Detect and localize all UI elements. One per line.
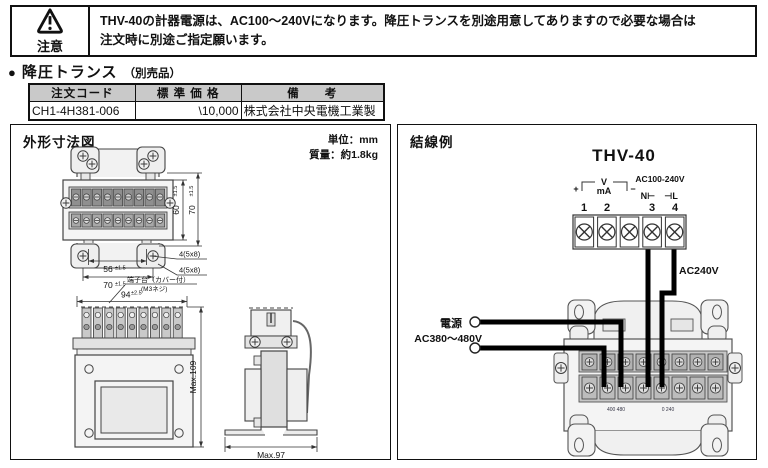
power-label: 電源: [440, 316, 462, 330]
wiring-panel: 結線例: [397, 124, 757, 460]
caution-box: 注意 THV-40の計器電源は、AC100～240Vになります。降圧トランスを別…: [10, 5, 757, 57]
wiring-panel-title: 結線例: [410, 135, 454, 150]
terminal-number-2: 2: [604, 202, 610, 214]
hole-callout-2: 4(5x8): [179, 266, 201, 275]
n-label: N⊢: [641, 191, 656, 201]
remark-value: 株式会社中央電機工業製: [240, 101, 385, 121]
cover-view-dimensions: [76, 283, 204, 448]
warning-triangle-icon: [37, 8, 63, 34]
col-header-price: 標 準 価 格: [134, 83, 242, 102]
caution-icon-cell: 注意: [12, 7, 90, 55]
tap-label-right: 0 240: [662, 407, 675, 413]
tap-label-left: 400 480: [607, 407, 625, 413]
v-label: V: [601, 177, 607, 187]
caution-line-1: THV-40の計器電源は、AC100～240Vになります。降圧トランスを別途用意…: [100, 14, 696, 28]
caution-line-2: 注文時に別途ご指定願います。: [100, 33, 274, 47]
hole-callout-1: 4(5x8): [179, 250, 201, 259]
dim-60-tol: ±1.5: [173, 186, 179, 197]
thv-terminals: [574, 216, 685, 248]
terminal-screw-note: (M3ネジ): [141, 285, 167, 293]
terminal-block-note: 端子台（カバー付）: [127, 275, 190, 284]
model-title: THV-40: [592, 146, 656, 165]
order-code-value: CH1-4H381-006: [28, 101, 136, 121]
dimension-drawing: 60 ±1.5 70 ±1.5 56 ±1.5 70 ±1.5 4(5x8) 4…: [60, 146, 318, 459]
section-subtitle: （別売品）: [123, 68, 182, 80]
section-bullet: ●: [8, 65, 16, 80]
table-data-row: CH1-4H381-006 \10,000 株式会社中央電機工業製: [28, 101, 385, 121]
dim-70: 70: [187, 205, 197, 215]
terminal-number-3: 3: [649, 202, 655, 214]
dim-60: 60: [171, 205, 181, 215]
dim-56-tol: ±1.5: [115, 266, 126, 272]
col-header-order-code: 注文コード: [28, 83, 136, 102]
dim-70b-tol: ±1.5: [115, 282, 126, 288]
terminal-number-1: 1: [581, 202, 587, 214]
cover-terminal-fins: [81, 307, 183, 339]
wiring-diagram: 400 480 0 240: [414, 146, 743, 457]
power-lug-2: [469, 342, 481, 354]
terminal-number-4: 4: [672, 202, 679, 214]
cover-view: [72, 306, 196, 448]
power-lug-1: [469, 316, 481, 328]
dim-94-tol: ±2.5: [131, 291, 142, 297]
front-view: [60, 146, 176, 269]
wire-power-2: [478, 345, 607, 387]
ac-range-label: AC100-240V: [635, 174, 684, 184]
unit-note: 単位：mm: [327, 134, 378, 146]
minus-label: −: [630, 184, 635, 194]
side-view: [224, 307, 318, 436]
front-view-dimensions: [82, 172, 207, 281]
dim-max109: Max.109: [188, 360, 198, 393]
front-terminal-row-1: [71, 188, 166, 207]
order-table: 注文コード 標 準 価 格 備 考 CH1-4H381-006 \10,000 …: [28, 83, 385, 121]
wire-power-1: [478, 319, 624, 387]
l-label: ⊣L: [664, 191, 678, 201]
dim-70b: 70: [103, 280, 113, 290]
dim-70-tol: ±1.5: [189, 186, 195, 197]
dim-94: 94: [121, 290, 131, 300]
section-header: ● 降圧トランス （別売品）: [8, 61, 181, 82]
thv-terminal-strip: [572, 181, 687, 250]
front-terminal-row-2: [71, 213, 166, 228]
dim-56: 56: [103, 264, 113, 274]
dim-max97: Max.97: [257, 450, 285, 459]
side-view-dimensions: [224, 437, 318, 452]
table-header-row: 注文コード 標 準 価 格 備 考: [28, 83, 385, 102]
ma-label: mA: [597, 186, 612, 196]
weight-note: 質量：約1.8kg: [309, 149, 378, 161]
power-range-label: AC380～480V: [414, 333, 482, 345]
dimensions-panel-title: 外形寸法図: [23, 135, 96, 150]
section-title: 降圧トランス: [21, 64, 118, 81]
caution-text: THV-40の計器電源は、AC100～240Vになります。降圧トランスを別途用意…: [90, 7, 755, 55]
ac240-label: AC240V: [679, 265, 719, 277]
plus-label: +: [573, 184, 578, 194]
price-value: \10,000: [134, 101, 242, 121]
wire-l: [659, 249, 677, 387]
col-header-remark: 備 考: [240, 83, 385, 102]
caution-label: 注意: [36, 39, 63, 54]
wires: [478, 249, 677, 387]
dimensions-panel: 外形寸法図 単位：mm 質量：約1.8kg: [10, 124, 391, 460]
